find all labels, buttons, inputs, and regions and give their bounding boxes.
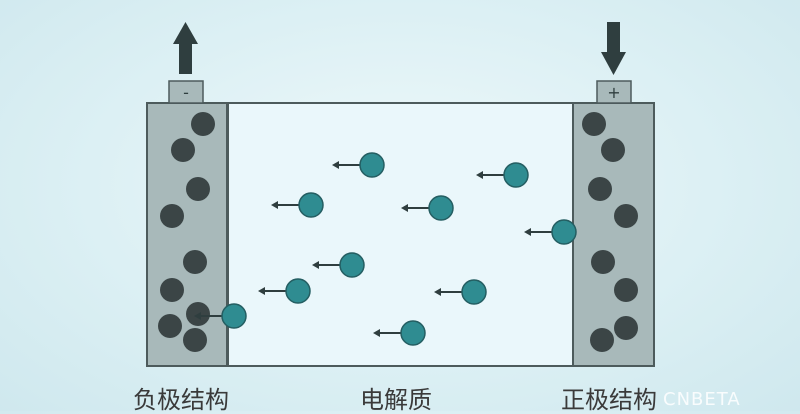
arrow-head: [434, 288, 441, 296]
positive-terminal: +: [596, 80, 632, 104]
negative-electrode-label: 负极结构: [133, 386, 229, 414]
electrode-particle: [160, 278, 184, 302]
electrode-particle: [591, 250, 615, 274]
negative-terminal-sign: -: [183, 83, 189, 102]
ion: [428, 195, 454, 221]
arrow-head: [271, 201, 278, 209]
positive-terminal-sign: +: [607, 83, 620, 102]
ion: [285, 278, 311, 304]
arrow-head: [194, 312, 201, 320]
electrode-particle: [183, 250, 207, 274]
arrow-head: [312, 261, 319, 269]
electrolyte-label: 电解质: [360, 386, 432, 414]
electrode-particle: [191, 112, 215, 136]
ion-with-arrow: [258, 278, 311, 304]
ion: [551, 219, 577, 245]
ion-with-arrow: [194, 303, 247, 329]
electrolyte-region: [227, 102, 574, 367]
ion-with-arrow: [524, 219, 577, 245]
electrode-particle: [171, 138, 195, 162]
electrode-particle: [601, 138, 625, 162]
arrow-head: [373, 329, 380, 337]
ion: [221, 303, 247, 329]
negative-terminal: -: [168, 80, 204, 104]
ion-with-arrow: [373, 320, 426, 346]
electrode-particle: [614, 316, 638, 340]
electrode-particle: [582, 112, 606, 136]
ion: [298, 192, 324, 218]
arrow-head: [476, 171, 483, 179]
arrow-head: [332, 161, 339, 169]
ions: [194, 152, 577, 346]
ion: [339, 252, 365, 278]
watermark-logo: CNBETA: [663, 389, 741, 410]
electrode-particle: [614, 204, 638, 228]
ion-with-arrow: [476, 162, 529, 188]
ion: [359, 152, 385, 178]
electrode-particle: [588, 177, 612, 201]
arrow-up-icon: [173, 22, 198, 74]
positive-electrode-particles: [582, 112, 638, 352]
ion: [503, 162, 529, 188]
arrow-down-icon: [601, 22, 626, 75]
ion-with-arrow: [271, 192, 324, 218]
arrow-head: [258, 287, 265, 295]
electrode-particle: [183, 328, 207, 352]
electrode-particle: [160, 204, 184, 228]
ion-with-arrow: [332, 152, 385, 178]
ion-with-arrow: [401, 195, 454, 221]
ion: [400, 320, 426, 346]
positive-electrode-label: 正极结构: [561, 386, 657, 414]
negative-electrode: [146, 102, 228, 367]
electrode-particle: [614, 278, 638, 302]
electrode-particle: [186, 177, 210, 201]
arrow-head: [524, 228, 531, 236]
arrow-head: [401, 204, 408, 212]
ion-with-arrow: [312, 252, 365, 278]
ion: [461, 279, 487, 305]
ion-with-arrow: [434, 279, 487, 305]
electrode-particle: [158, 314, 182, 338]
negative-electrode-particles: [158, 112, 215, 352]
electrode-particle: [590, 328, 614, 352]
positive-electrode: [572, 102, 655, 367]
